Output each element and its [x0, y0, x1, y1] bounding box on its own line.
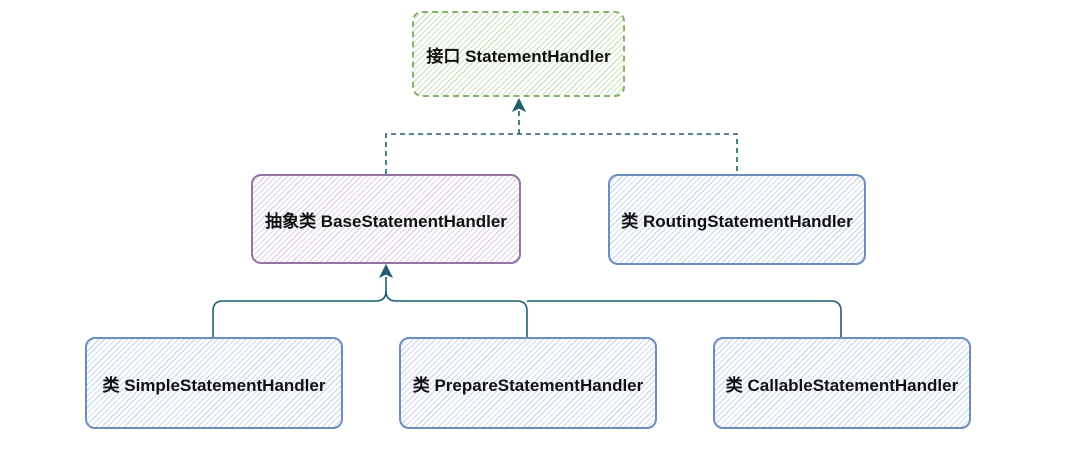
edge-callable-to-base [527, 300, 842, 337]
node-class-routingstatementhandler: 类 RoutingStatementHandler [608, 174, 866, 265]
hatch-fill [87, 339, 341, 427]
node-class-simplestatementhandler: 类 SimpleStatementHandler [85, 337, 343, 429]
node-label: 接口 StatementHandler [426, 46, 611, 66]
node-class-callablestatementhandler: 类 CallableStatementHandler [713, 337, 971, 429]
hatch-fill [401, 339, 655, 427]
edge-simple-to-base [212, 277, 387, 337]
node-label: 类 SimpleStatementHandler [102, 375, 326, 395]
node-interface-statementhandler: 接口 StatementHandler [412, 11, 625, 97]
node-abstract-basestatementhandler: 抽象类 BaseStatementHandler [251, 174, 521, 264]
hatch-fill [715, 339, 969, 427]
edge-prepare-to-base [385, 290, 528, 337]
hatch-fill [610, 176, 864, 263]
node-class-preparestatementhandler: 类 PrepareStatementHandler [399, 337, 657, 429]
node-label: 类 PrepareStatementHandler [412, 375, 644, 395]
hatch-fill [253, 176, 519, 262]
edge-base-to-interface [385, 133, 738, 174]
hatch-fill [414, 13, 623, 95]
arrowhead-interface [511, 97, 527, 113]
arrowhead-base [378, 263, 394, 279]
node-label: 类 CallableStatementHandler [725, 375, 959, 395]
node-label: 抽象类 BaseStatementHandler [265, 211, 507, 231]
node-label: 类 RoutingStatementHandler [621, 212, 853, 231]
